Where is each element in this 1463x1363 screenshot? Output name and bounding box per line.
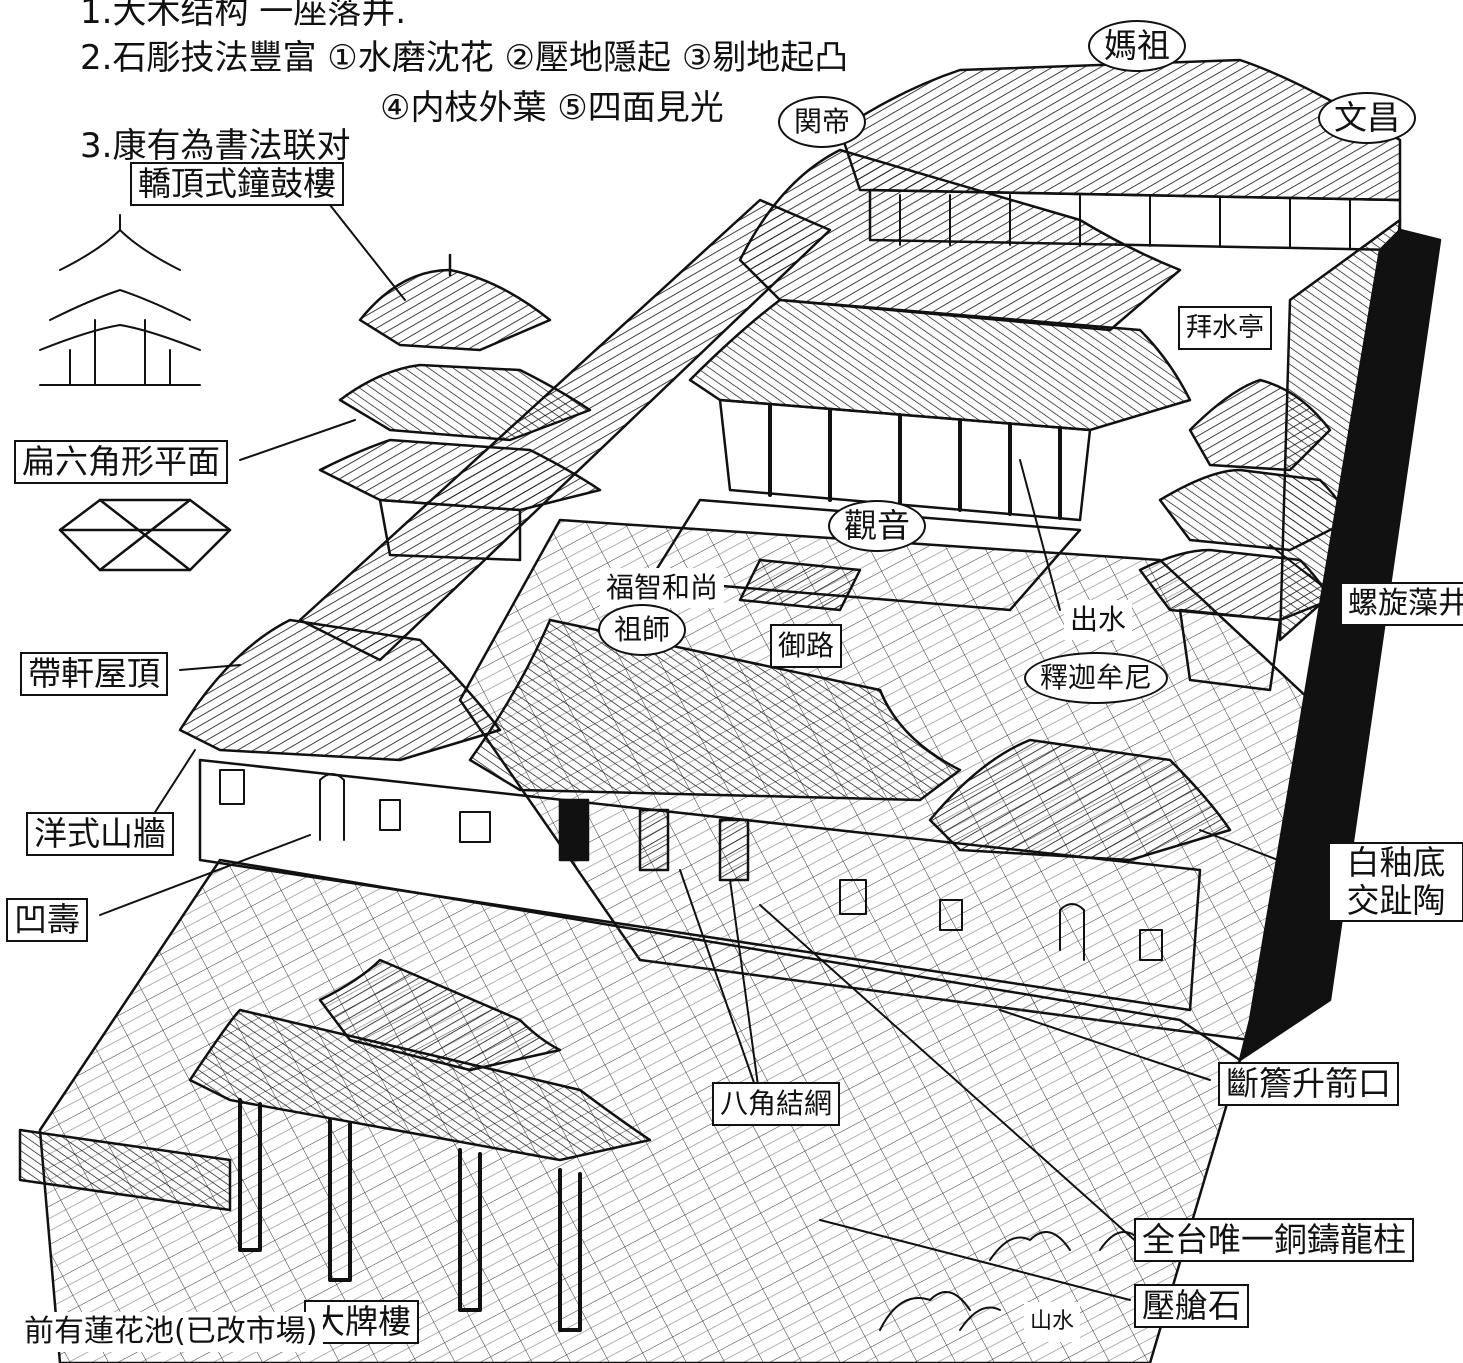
label-guanyin: 觀音 <box>828 500 926 552</box>
landscape-trees <box>879 1231 1141 1331</box>
front-center-roof <box>468 618 962 802</box>
hexagon-plan-diagram <box>58 498 232 572</box>
label-fuzhi-monk: 福智和尚 <box>600 568 725 608</box>
front-hall-wall <box>198 758 1202 1012</box>
label-spiral-ceiling: 螺旋藻井 <box>1340 582 1463 626</box>
label-broken-eave: 斷簷升箭口 <box>1218 1062 1399 1106</box>
drum-tower-low-roof <box>1138 548 1332 622</box>
main-hall-terrace <box>648 498 1082 612</box>
leader-lines <box>99 204 1341 1301</box>
front-left-wing-roof <box>178 618 502 762</box>
label-western-gable: 洋式山牆 <box>26 812 174 856</box>
label-bell-tower: 轎頂式鐘鼓樓 <box>130 162 344 206</box>
label-hexagon-plan: 扁六角形平面 <box>14 440 228 484</box>
note-structure: 1.大木结构 一座落井. <box>80 0 407 32</box>
label-gilded-column: 全台唯一銅鑄龍柱 <box>1134 1218 1414 1262</box>
bell-tower-body <box>378 498 522 562</box>
pailou-post-4 <box>558 1168 582 1332</box>
drum-tower-mid-roof <box>1158 468 1352 552</box>
left-balustrade <box>18 1128 232 1212</box>
label-sakyamuni: 釋迦牟尼 <box>1024 652 1169 704</box>
label-zushi: 祖師 <box>598 604 687 656</box>
label-drain: 出水 <box>1064 600 1133 640</box>
main-hall-upper-roof <box>738 148 1182 332</box>
label-white-glaze: 白釉底交趾陶 <box>1328 842 1463 922</box>
label-yulu: 御路 <box>770 624 843 668</box>
label-pond-note: 前有蓮花池(已改市場) <box>18 1312 324 1352</box>
pailou-lower-roof <box>188 1008 652 1162</box>
drum-tower-body <box>1178 608 1282 692</box>
label-octagon-knot: 八角結網 <box>712 1082 841 1126</box>
pailou-post-2 <box>328 1118 352 1282</box>
label-with-eave-roof: 帶軒屋頂 <box>20 652 168 696</box>
note-stone-carving-cont: ④内枝外葉 ⑤四面見光 <box>380 88 724 128</box>
label-wenchang: 文昌 <box>1318 92 1416 144</box>
bell-tower-low-roof <box>318 438 602 512</box>
note-couplets: 3.康有為書法联对 <box>80 126 351 166</box>
pailou-post-1 <box>238 1098 262 1252</box>
label-landscape: 山水 <box>1024 1302 1081 1342</box>
note-stone-carving: 2.石彫技法豐富 ①水磨沈花 ②壓地隱起 ③剔地起凸 <box>80 38 849 78</box>
label-concave-wall: 凹壽 <box>6 898 88 942</box>
label-guandi: 関帝 <box>778 96 867 148</box>
front-door-dark <box>558 798 590 862</box>
main-hall-body <box>718 398 1092 522</box>
pailou-post-3 <box>458 1148 482 1312</box>
label-ship-stone: 壓艙石 <box>1134 1284 1249 1328</box>
main-hall-lower-roof <box>688 298 1192 432</box>
front-right-wing-roof <box>928 738 1232 862</box>
label-rear-well: 拜水亭 <box>1178 306 1273 350</box>
bell-tower-mid-roof <box>338 363 592 442</box>
bell-tower-top-roof <box>358 268 552 352</box>
label-mazu: 媽祖 <box>1088 20 1186 72</box>
pagoda-reference-sketch <box>39 214 201 386</box>
drum-tower-top-roof <box>1188 378 1332 472</box>
yulu-steps <box>738 558 862 612</box>
